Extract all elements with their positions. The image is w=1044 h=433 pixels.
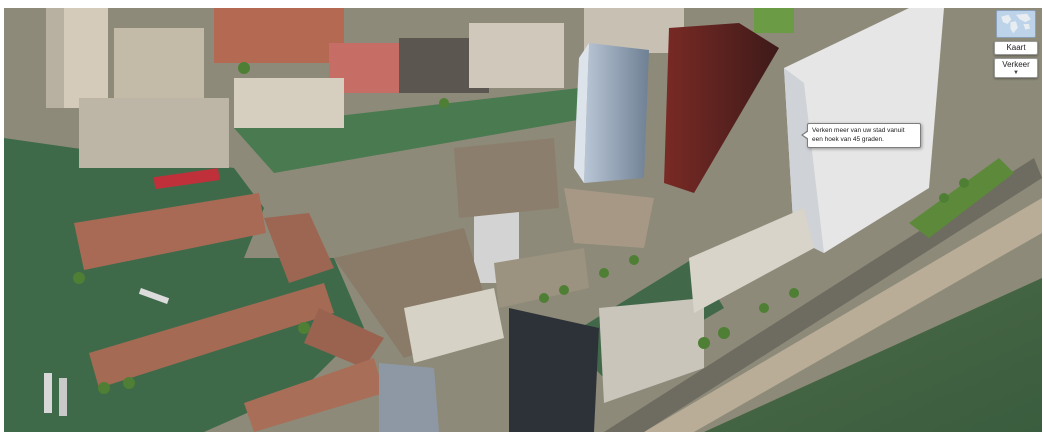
tooltip-line-1: Verken meer van uw stad vanuit	[812, 127, 905, 134]
map-type-label: Kaart	[1006, 43, 1026, 52]
map-viewport[interactable]: Verken meer van uw stad vanuit een hoek …	[4, 8, 1042, 432]
map-type-control: Kaart Verkeer ▼	[994, 10, 1038, 78]
globe-icon[interactable]	[996, 10, 1036, 38]
tooltip-line-2: een hoek van 45 graden.	[812, 136, 884, 143]
aerial-bird-eye-image[interactable]	[4, 8, 1042, 432]
oblique-view-tooltip: Verken meer van uw stad vanuit een hoek …	[801, 123, 921, 148]
traffic-button[interactable]: Verkeer ▼	[994, 58, 1038, 78]
traffic-label: Verkeer	[1002, 60, 1030, 69]
map-type-button[interactable]: Kaart	[994, 41, 1038, 55]
chevron-down-icon[interactable]: ▼	[1013, 70, 1019, 76]
